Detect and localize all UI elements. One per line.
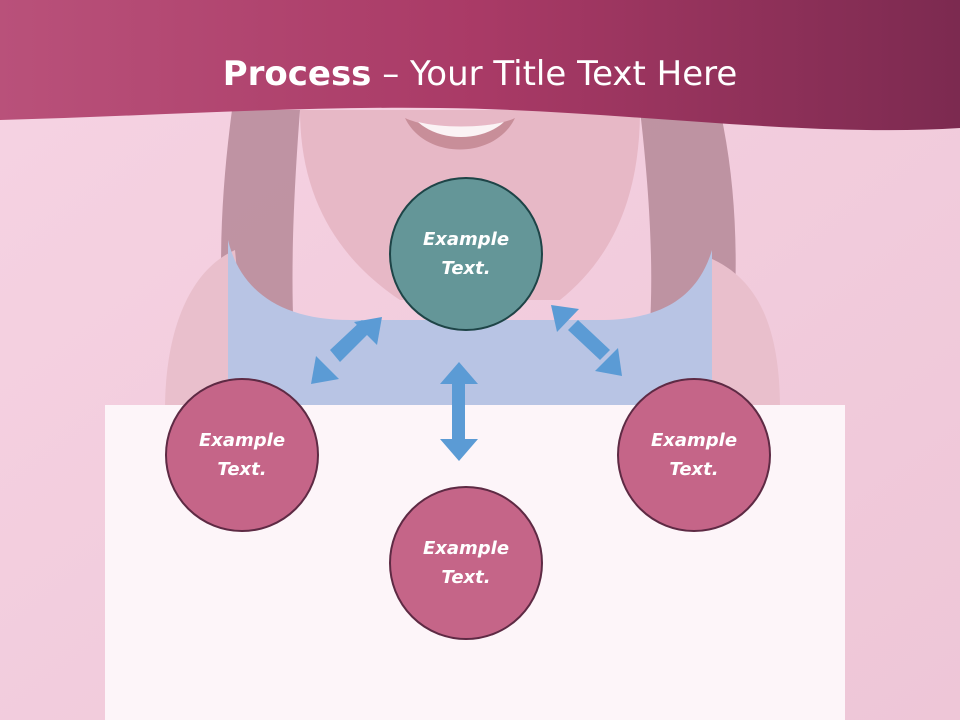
header-band (0, 0, 960, 131)
shoulder-right (700, 258, 780, 410)
node-top-label: Example Text. (422, 229, 510, 279)
process-node-bottom: Example Text. (389, 486, 543, 640)
slide-title: Process – Your Title Text Here (0, 52, 960, 96)
node-right-label: Example Text. (650, 430, 738, 480)
node-left-label: Example Text. (198, 430, 286, 480)
title-rest: – Your Title Text Here (371, 54, 738, 94)
node-bottom-label: Example Text. (422, 538, 510, 588)
process-node-right: Example Text. (617, 378, 771, 532)
process-node-top: Example Text. (389, 177, 543, 331)
process-node-left: Example Text. (165, 378, 319, 532)
title-bold: Process (222, 54, 372, 94)
